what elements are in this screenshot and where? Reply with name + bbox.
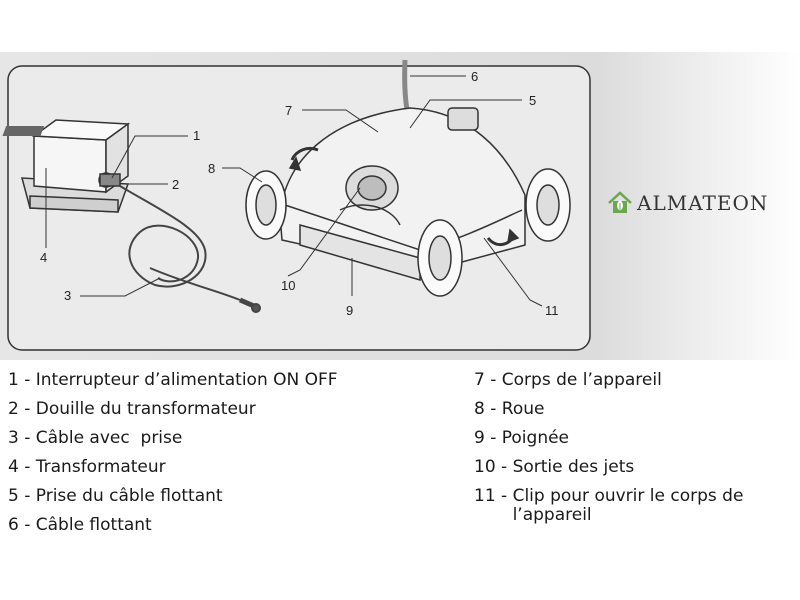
legend-item-6: 6 - Câble flottant xyxy=(8,515,152,535)
leader-lines xyxy=(45,75,543,307)
brand-name: ALMATEON xyxy=(637,191,769,215)
legend-item-4: 4 - Transformateur xyxy=(8,457,166,477)
callout-7: 7 xyxy=(285,103,292,118)
callout-6: 6 xyxy=(471,69,478,84)
callout-5: 5 xyxy=(529,93,536,108)
legend-item-1: 1 - Interrupteur d’alimentation ON OFF xyxy=(8,370,338,390)
transformer xyxy=(2,119,131,213)
legend-item-5: 5 - Prise du câble flottant xyxy=(8,486,223,506)
diagram: 1 2 3 4 5 6 7 8 9 10 11 xyxy=(0,52,800,360)
callout-4: 4 xyxy=(40,250,47,265)
legend-item-3: 3 - Câble avec prise xyxy=(8,428,183,448)
legend-right: 7 - Corps de l’appareil 8 - Roue 9 - Poi… xyxy=(474,366,794,525)
callout-11: 11 xyxy=(545,303,559,318)
power-cable xyxy=(119,185,261,313)
callout-1: 1 xyxy=(193,128,200,143)
callout-9: 9 xyxy=(346,303,353,318)
callout-10: 10 xyxy=(281,278,295,293)
brand-logo: ALMATEON xyxy=(607,190,768,216)
callout-3: 3 xyxy=(64,288,71,303)
legend-item-9: 9 - Poignée xyxy=(474,428,570,448)
callout-8: 8 xyxy=(208,161,215,176)
legend-item-7: 7 - Corps de l’appareil xyxy=(474,370,662,390)
legend-item-10: 10 - Sortie des jets xyxy=(474,457,635,477)
house-leaf-icon xyxy=(608,191,632,213)
legend-left: 1 - Interrupteur d’alimentation ON OFF 2… xyxy=(8,366,338,540)
legend-item-2: 2 - Douille du transformateur xyxy=(8,399,256,419)
legend-item-11: 11 - Clip pour ouvrir le corps de l’appa… xyxy=(474,486,744,525)
legend-item-8: 8 - Roue xyxy=(474,399,545,419)
callout-2: 2 xyxy=(172,177,179,192)
pool-robot xyxy=(245,59,571,297)
